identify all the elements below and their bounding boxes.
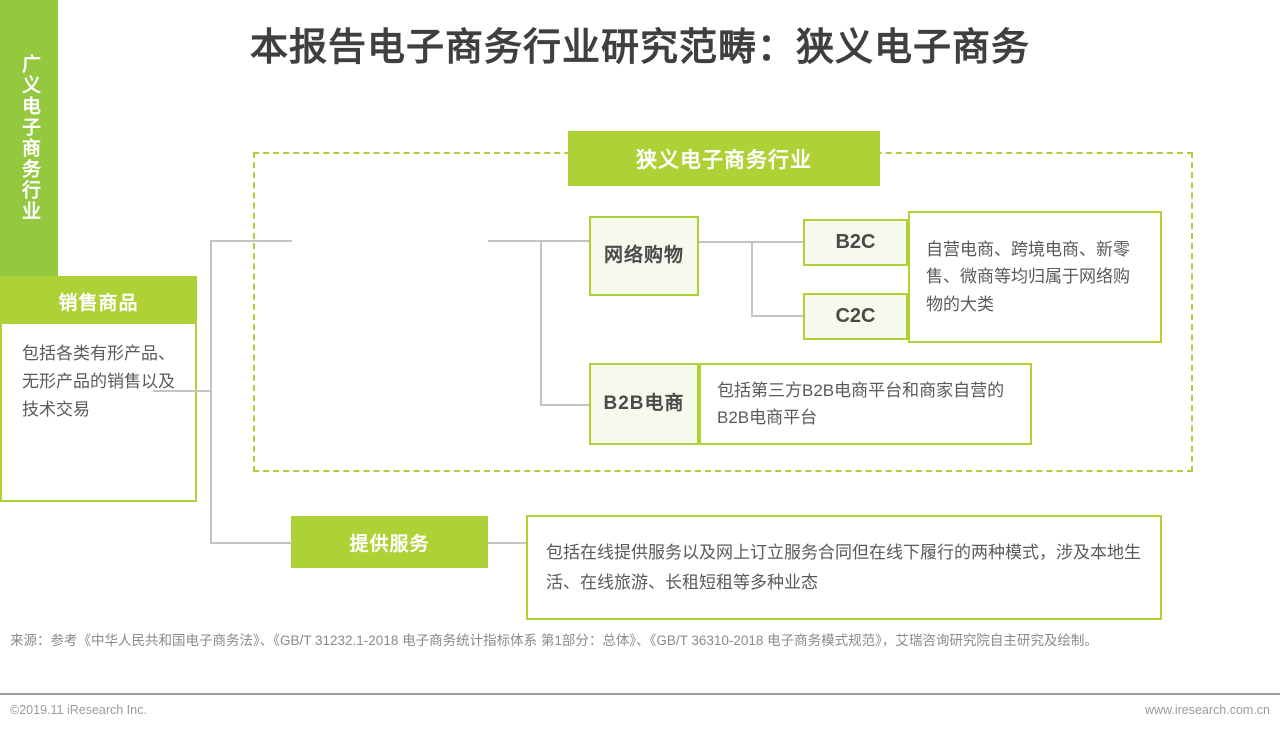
connector-goods-to-b2b bbox=[540, 404, 590, 406]
connector-services-to-description bbox=[488, 542, 528, 544]
node-online-shopping: 网络购物 bbox=[589, 216, 699, 296]
footer-divider bbox=[0, 693, 1280, 695]
connector-root-to-trunk bbox=[153, 390, 211, 392]
connector-to-b2c bbox=[751, 241, 805, 243]
connector-trunk-vertical bbox=[210, 240, 212, 543]
goods-branch-card: 销售商品 包括各类有形产品、无形产品的销售以及技术交易 bbox=[0, 276, 197, 502]
connector-goods-stub bbox=[488, 240, 542, 242]
connector-to-c2c bbox=[751, 315, 805, 317]
source-note: 来源：参考《中华人民共和国电子商务法》、《GB/T 31232.1-2018 电… bbox=[10, 633, 1098, 648]
node-c2c: C2C bbox=[803, 293, 908, 340]
online-shopping-description: 自营电商、跨境电商、新零售、微商等均归属于网络购物的大类 bbox=[908, 211, 1162, 343]
connector-goods-vertical bbox=[540, 240, 542, 405]
goods-branch-header: 销售商品 bbox=[2, 278, 195, 324]
connector-online-shopping-stub bbox=[699, 241, 753, 243]
services-branch-header: 提供服务 bbox=[291, 516, 488, 568]
goods-branch-body: 包括各类有形产品、无形产品的销售以及技术交易 bbox=[22, 344, 175, 420]
services-description: 包括在线提供服务以及网上订立服务合同但在线下履行的两种模式，涉及本地生活、在线旅… bbox=[526, 515, 1162, 620]
node-b2c: B2C bbox=[803, 219, 908, 266]
connector-goods-to-online-shopping bbox=[540, 240, 590, 242]
page-title: 本报告电子商务行业研究范畴：狭义电子商务 bbox=[249, 27, 1030, 69]
node-b2b: B2B电商 bbox=[589, 363, 699, 445]
b2b-description: 包括第三方B2B电商平台和商家自营的B2B电商平台 bbox=[699, 363, 1032, 445]
website-url: www.iresearch.com.cn bbox=[1144, 703, 1270, 717]
connector-trunk-to-goods bbox=[210, 240, 292, 242]
connector-online-shopping-vertical bbox=[751, 241, 753, 317]
narrow-ecommerce-banner: 狭义电子商务行业 bbox=[568, 131, 880, 186]
broad-ecommerce-root-label: 广义电子商务行业 bbox=[0, 0, 58, 276]
copyright-text: ©2019.11 iResearch Inc. bbox=[10, 703, 147, 717]
connector-trunk-to-services bbox=[210, 542, 292, 544]
